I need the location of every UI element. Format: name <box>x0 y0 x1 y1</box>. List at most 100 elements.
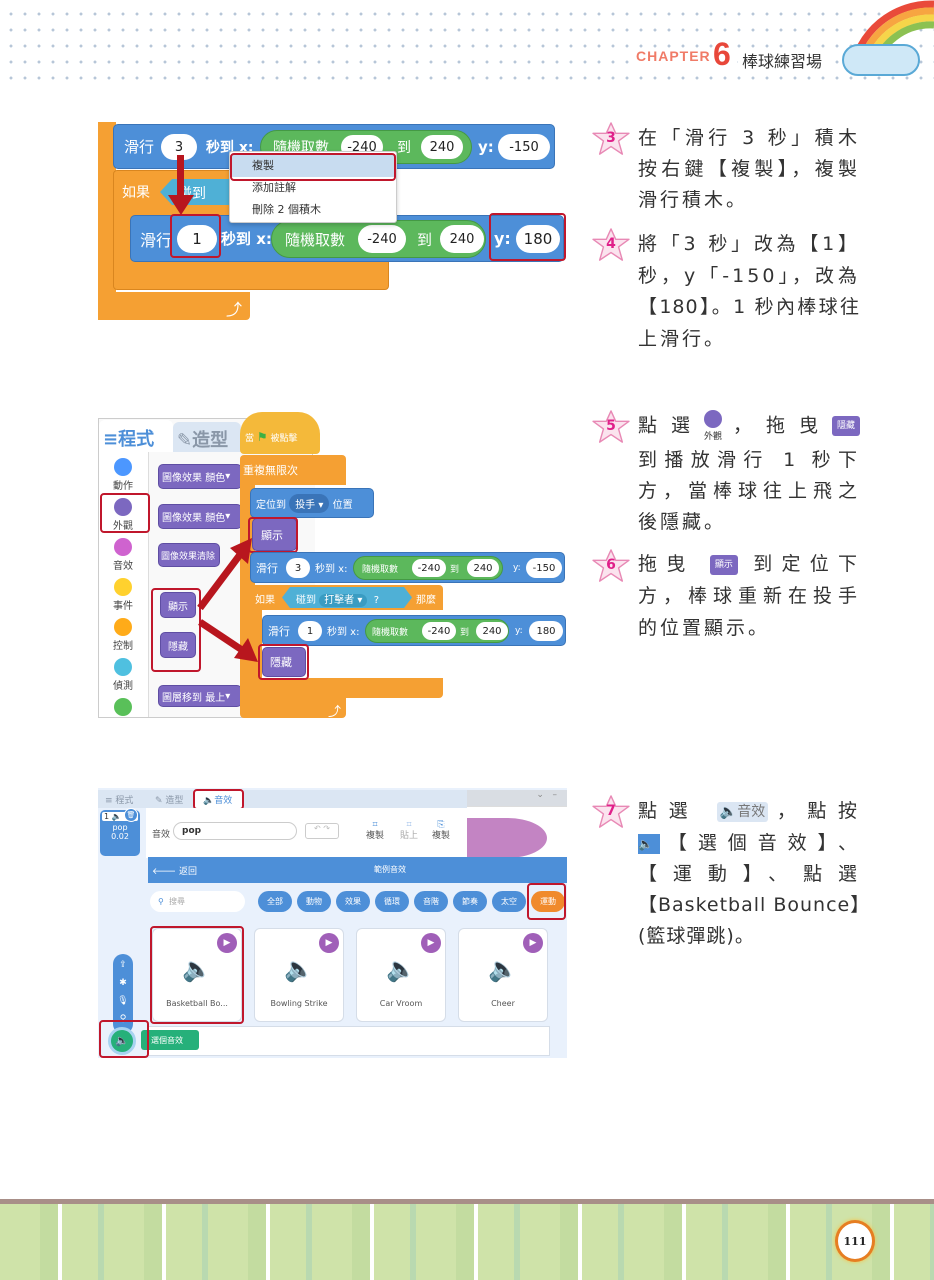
play-icon[interactable]: ▶ <box>523 933 543 953</box>
random-label: 隨機取數 <box>285 230 346 249</box>
palette-clear-effects-block[interactable]: 圖像效果清除 <box>158 543 220 567</box>
from-input[interactable]: -240 <box>358 225 406 253</box>
category-events[interactable]: 事件 <box>100 578 146 612</box>
add-sound-menu: ⇪✱🎙⚲ <box>113 954 133 1034</box>
filter-animals[interactable]: 動物 <box>297 891 331 912</box>
loop-arrow-icon: ⤴ <box>226 300 243 319</box>
glide-block-1s[interactable]: 滑行 1 秒到 x: 隨機取數 -240 到 240 y: 180 <box>262 615 566 646</box>
step-6-line: 拖曳 顯示 到定位下 <box>638 553 860 575</box>
copy-new-tool[interactable]: ⎘複製 <box>432 820 451 841</box>
bottom-strip <box>148 1026 550 1056</box>
filter-effects[interactable]: 效果 <box>336 891 370 912</box>
copy-tool[interactable]: ⌗複製 <box>366 820 385 841</box>
filter-all[interactable]: 全部 <box>258 891 292 912</box>
filter-percussion[interactable]: 節奏 <box>453 891 487 912</box>
delete-sound-icon[interactable]: 🗑 <box>124 808 138 822</box>
step-3-line: 在「滑行 3 秒」積木 <box>638 127 860 149</box>
sound-card-car-vroom[interactable]: ▶🔈Car Vroom <box>356 928 446 1022</box>
filter-loops[interactable]: 循環 <box>375 891 409 912</box>
undo-redo-buttons[interactable]: ↶ ↷ <box>305 823 339 839</box>
filter-notes[interactable]: 音階 <box>414 891 448 912</box>
to-x-label: 秒到 x: <box>221 230 272 248</box>
sound-editor <box>146 808 467 858</box>
glide-block-3s[interactable]: 滑行 3 秒到 x: 隨機取數 -240 到 240 y: -150 <box>250 552 565 583</box>
secs-input[interactable]: 1 <box>298 621 322 641</box>
category-operators[interactable] <box>100 698 146 717</box>
step-6-line: 的位置顯示。 <box>638 617 771 639</box>
play-icon[interactable]: ▶ <box>319 933 339 953</box>
palette-hide-block[interactable]: 隱藏 <box>160 632 196 658</box>
tab-costumes[interactable]: ✎ 造型 <box>155 796 184 806</box>
goto-block[interactable]: 定位到 投手 ▾ 位置 <box>250 488 374 518</box>
y-input[interactable]: 180 <box>529 621 563 641</box>
tab-costumes-label: 造型 <box>192 430 229 451</box>
random-block[interactable]: 隨機取數 -240 到 240 <box>353 556 503 580</box>
play-icon[interactable]: ▶ <box>217 933 237 953</box>
goto-target-dropdown[interactable]: 投手 <box>295 499 316 511</box>
brush-icon: ✎ <box>177 430 193 451</box>
green-flag-icon: ⚑ <box>256 430 268 444</box>
palette-effect-block[interactable]: 圖像效果 顏色▾ <box>158 504 242 529</box>
y-input[interactable]: -150 <box>498 134 550 160</box>
forever-block-side <box>98 122 116 320</box>
loop-arrow-icon: ⤴ <box>328 705 342 720</box>
hide-block-icon: 隱藏 <box>831 416 860 436</box>
tab-code[interactable]: ≡ 程式 <box>105 796 134 806</box>
sound-card-basketball-bounce[interactable]: ▶🔈Basketball Bo... <box>152 928 242 1022</box>
speaker-icon: 🔈 <box>386 955 416 983</box>
y-input[interactable]: -150 <box>526 558 562 578</box>
sound-name-label: 音效 <box>152 830 171 840</box>
tab-code[interactable]: ≡程式 <box>99 420 173 452</box>
category-sound[interactable]: 音效 <box>100 538 146 572</box>
filter-space[interactable]: 太空 <box>492 891 526 912</box>
secs-input[interactable]: 1 <box>177 225 217 253</box>
hide-block[interactable]: 隱藏 <box>262 647 306 677</box>
choose-sound-icon: 🔈 <box>638 833 660 854</box>
y-input[interactable]: 180 <box>516 225 560 253</box>
step-7-line: 【Basketball Bounce】 <box>638 894 871 916</box>
y-label: y: <box>478 137 494 156</box>
category-looks[interactable]: 外觀 <box>100 498 146 532</box>
category-sensing[interactable]: 偵測 <box>100 658 146 692</box>
step-4-line: 【180】。1 秒內棒球往 <box>638 296 860 318</box>
paste-tool[interactable]: ⌗貼上 <box>400 820 419 841</box>
to-input[interactable]: 240 <box>421 135 463 159</box>
play-icon[interactable]: ▶ <box>421 933 441 953</box>
sound-card-cheer[interactable]: ▶🔈Cheer <box>458 928 548 1022</box>
tab-bar <box>98 790 468 808</box>
to-label: 到 <box>417 230 433 249</box>
y-label: y: <box>494 229 511 248</box>
choose-sound-button[interactable]: 🔈 <box>108 1027 136 1055</box>
glide-block-2[interactable]: 滑行 1 秒到 x: 隨機取數 -240 到 240 y: 180 <box>130 215 564 262</box>
tab-sounds[interactable]: 🔈音效 <box>195 790 242 808</box>
random-block[interactable]: 隨機取數 -240 到 240 <box>365 619 509 643</box>
category-motion[interactable]: 動作 <box>100 458 146 492</box>
sound-card-bowling-strike[interactable]: ▶🔈Bowling Strike <box>254 928 344 1022</box>
glide-label: 滑行 <box>124 138 155 156</box>
palette-show-block[interactable]: 顯示 <box>160 592 196 618</box>
filter-sports[interactable]: 運動 <box>531 891 565 912</box>
touching-condition[interactable]: 碰到 打擊者 ▾ ? <box>282 587 412 608</box>
footer-decoration <box>0 1199 934 1280</box>
tab-costumes[interactable]: ✎造型 <box>173 422 241 452</box>
code-tab-icon: ≡ <box>103 429 119 450</box>
menu-item-duplicate[interactable]: 複製 <box>230 155 396 177</box>
highlight-secs <box>170 214 221 258</box>
highlight-show-hide <box>151 588 201 672</box>
palette-layer-block[interactable]: 圖層移到 最上▾ <box>158 685 242 707</box>
palette-effect-block[interactable]: 圖像效果 顏色▾ <box>158 464 242 489</box>
menu-item-delete[interactable]: 刪除 2 個積木 <box>252 203 321 216</box>
secs-input[interactable]: 3 <box>286 558 310 578</box>
sounds-tab-icon: 🔈音效 <box>716 801 769 822</box>
speaker-icon: 🔈 <box>284 955 314 983</box>
drag-arrows-icon <box>197 538 258 662</box>
category-control[interactable]: 控制 <box>100 618 146 652</box>
menu-item-add-comment[interactable]: 添加註解 <box>252 181 296 194</box>
back-button[interactable]: 🡐 返回 <box>152 867 198 877</box>
sound-name-input[interactable]: pop <box>173 822 297 840</box>
when-flag-clicked-block[interactable]: 當 ⚑ 被點擊 <box>240 412 320 454</box>
search-input[interactable]: ⚲ 搜尋 <box>150 891 245 912</box>
forever-block-bottom <box>98 292 250 320</box>
to-input[interactable]: 240 <box>440 225 484 253</box>
random-block[interactable]: 隨機取數 -240 到 240 <box>271 220 486 258</box>
